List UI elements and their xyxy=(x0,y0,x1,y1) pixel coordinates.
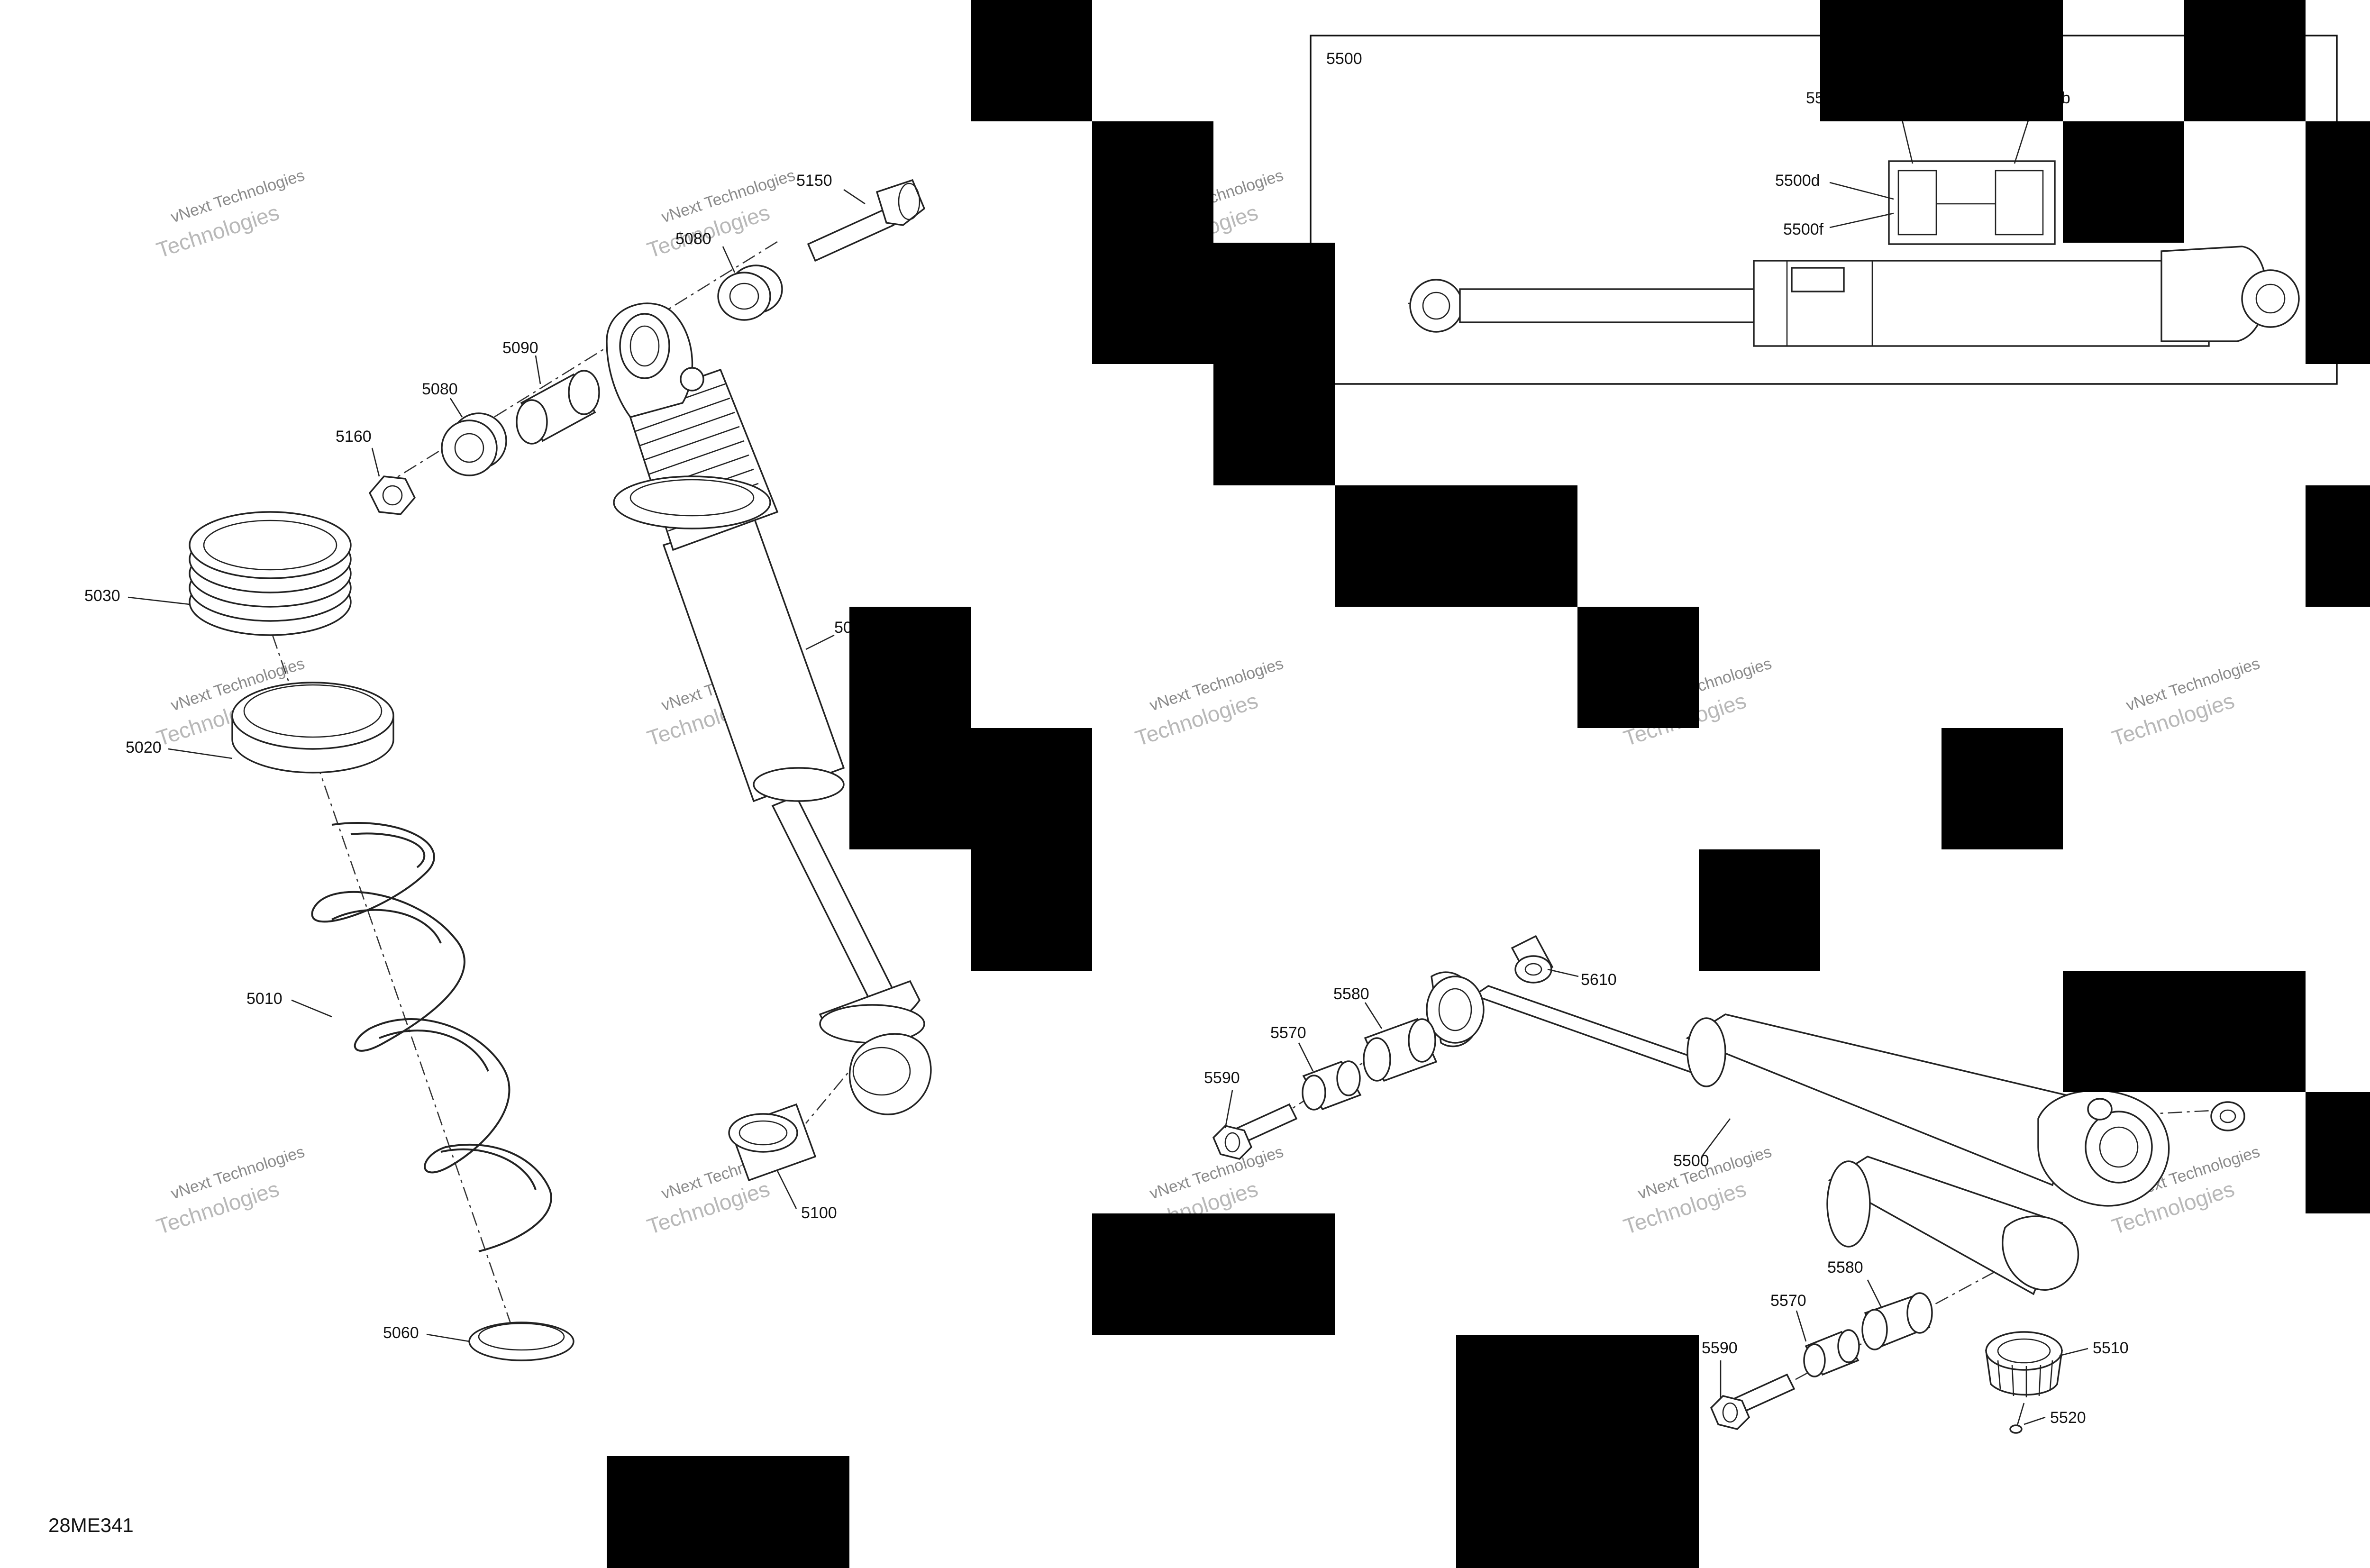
ring-5060 xyxy=(468,1322,574,1361)
label-5150: 5150 xyxy=(796,172,832,190)
label-5570-lower: 5570 xyxy=(1770,1292,1806,1310)
bolt-5590-lower xyxy=(1710,1373,1796,1430)
label-5080: 5080 xyxy=(422,380,458,398)
inset-title: 5500 xyxy=(1326,50,1362,68)
knob-5510 xyxy=(1985,1331,2063,1397)
label-5520: 5520 xyxy=(2050,1409,2086,1427)
lower-mount-axis xyxy=(805,1038,877,1124)
upper-center-axis xyxy=(379,241,778,489)
bushing-5100 xyxy=(728,1103,817,1182)
spacer-5580-upper xyxy=(1363,1018,1438,1082)
label-5020: 5020 xyxy=(126,738,162,757)
spring-5030 xyxy=(189,511,352,636)
left-leaders xyxy=(128,189,866,1342)
bushing-5080-top xyxy=(717,264,783,321)
label-5580-lower: 5580 xyxy=(1827,1258,1863,1276)
label-5570-upper: 5570 xyxy=(1270,1024,1306,1042)
label-5500: 5500 xyxy=(1673,1152,1709,1170)
sleeve-5570-lower xyxy=(1803,1329,1860,1377)
label-5000: 50 xyxy=(834,619,852,637)
screw-5520 xyxy=(2009,1403,2025,1434)
cap-5610 xyxy=(1511,935,1554,984)
sleeve-5570-upper xyxy=(1302,1060,1362,1111)
left-shock-assembly xyxy=(128,179,932,1361)
spring-center-axis xyxy=(272,635,513,1328)
nut-5160 xyxy=(368,475,416,515)
label-5590-upper: 5590 xyxy=(1204,1069,1240,1087)
spacer-5580-lower xyxy=(1861,1292,1933,1350)
label-5590-lower: 5590 xyxy=(1702,1339,1738,1357)
label-5610: 5610 xyxy=(1581,971,1617,989)
diagram-id: 28ME341 xyxy=(48,1514,134,1536)
right-shock-assembly xyxy=(1212,935,2245,1434)
redaction-blocks xyxy=(607,0,2370,1568)
cap-right xyxy=(2210,1101,2245,1131)
label-5160: 5160 xyxy=(336,428,372,446)
bolt-5590-upper xyxy=(1212,1103,1298,1160)
label-5080-top: 5080 xyxy=(675,230,711,248)
right-leaders xyxy=(1224,968,2088,1425)
inset-label-5500d: 5500d xyxy=(1775,172,1820,190)
bushing-5080 xyxy=(441,412,507,476)
inset-label-5500f: 5500f xyxy=(1783,220,1824,238)
spring-5010 xyxy=(311,822,552,1252)
label-5030: 5030 xyxy=(84,587,120,605)
shock-body-5000 xyxy=(606,302,932,1115)
bolt-5150 xyxy=(807,179,926,262)
label-5100: 5100 xyxy=(801,1204,837,1222)
label-5060: 5060 xyxy=(383,1324,419,1342)
collar-5020 xyxy=(231,682,394,774)
part-labels: 5150 5080 5090 5080 5160 5030 5020 50 50… xyxy=(48,50,2129,1536)
label-5010: 5010 xyxy=(246,990,283,1008)
label-5580-upper: 5580 xyxy=(1333,985,1369,1003)
label-5090: 5090 xyxy=(502,339,538,357)
shock-5500 xyxy=(1426,971,2170,1295)
label-5510: 5510 xyxy=(2093,1339,2129,1357)
sleeve-5090 xyxy=(516,370,600,445)
